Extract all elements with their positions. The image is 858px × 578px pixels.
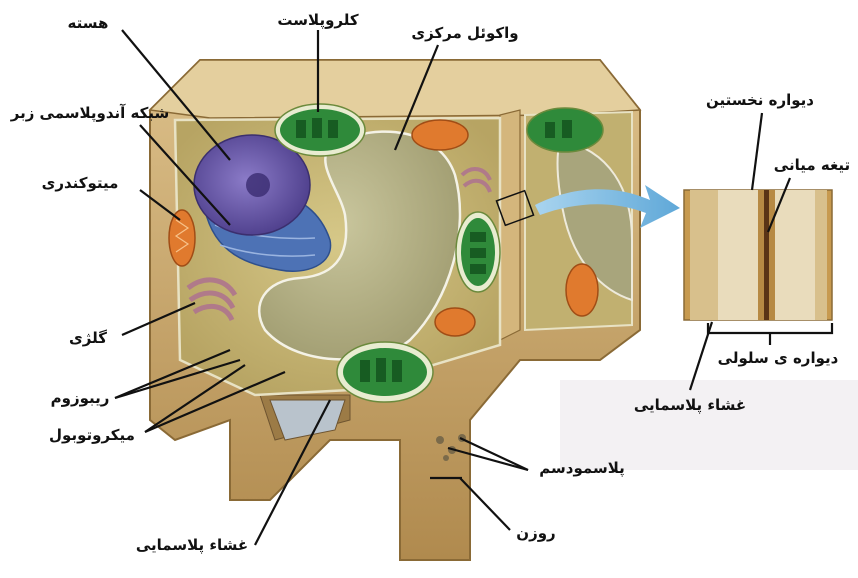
cell-wall-inset	[684, 190, 832, 320]
label-pit: روزن	[516, 524, 555, 542]
background-band	[560, 380, 858, 470]
label-cell-wall: دیواره ی سلولی	[718, 349, 839, 367]
mitochondrion-top	[412, 120, 468, 150]
chloroplast-neighbor	[527, 108, 603, 152]
label-plasma-membrane-bottom: غشاء پلاسمایی	[136, 536, 248, 555]
chloroplast-bottom	[337, 342, 433, 402]
label-plasma-membrane-inset: غشاء پلاسمایی	[634, 396, 746, 415]
label-microtubule: میکروتوبول	[49, 426, 135, 444]
mitochondrion-left	[169, 210, 195, 266]
label-chloroplast: کلروپلاست	[277, 11, 358, 30]
label-central-vacuole: واکوئل مرکزی	[411, 24, 518, 42]
label-nucleus: هسته	[68, 14, 109, 32]
mitochondrion-mid	[435, 308, 475, 336]
label-middle-lamella: تیغه میانی	[774, 156, 850, 174]
chloroplast-right	[456, 212, 500, 292]
label-golgi: گلژی	[69, 329, 107, 347]
chloroplast-top	[275, 104, 365, 156]
label-ribosome: ریبوزوم	[51, 389, 110, 407]
label-mitochondrion: میتوکندری	[42, 174, 119, 192]
label-primary-wall: دیواره نخستین	[706, 91, 814, 109]
mitochondrion-neighbor	[566, 264, 598, 316]
label-rough-er: شبکه آندوپلاسمی زبر	[10, 104, 170, 123]
label-plasmodesma: پلاسمودسم	[539, 459, 624, 478]
